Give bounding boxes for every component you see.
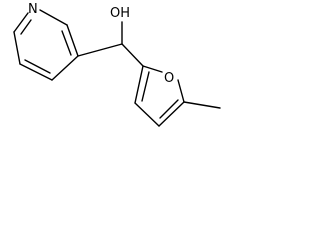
bond-f-o-c5 <box>177 79 185 103</box>
structure-canvas: N OH O <box>0 0 231 145</box>
bond-n-c2 <box>39 9 68 26</box>
bond-c5-c6 <box>13 31 21 65</box>
double-bond-c2-c3 <box>61 30 72 56</box>
atom-label-o: O <box>164 71 174 86</box>
furan-ring <box>134 65 185 127</box>
bond-f-c5-c4 <box>158 101 185 127</box>
atom-label-n: N <box>28 2 38 17</box>
double-bond-f-c2-c3 <box>141 71 150 102</box>
bond-c2-c3 <box>66 24 79 57</box>
bond-f-c4-c3 <box>134 102 160 127</box>
bond-f-c2-o <box>142 65 163 73</box>
bond-c6-n <box>13 12 29 33</box>
bond-pyridine-carbinol <box>77 43 123 57</box>
atom-label-oh: OH <box>110 6 130 21</box>
chemical-structure: N OH O <box>13 2 221 127</box>
double-bond-c6-n <box>20 19 32 35</box>
bond-f-c3-c2 <box>134 65 144 104</box>
bond-carbinol-furan <box>121 43 144 67</box>
pyridine-ring <box>13 9 79 81</box>
bond-c3-c4 <box>51 55 79 81</box>
bond-methyl <box>183 101 221 109</box>
double-bond-f-c4-c5 <box>159 99 179 119</box>
bond-c4-c5 <box>19 63 53 81</box>
double-bond-c4-c5 <box>24 59 51 74</box>
